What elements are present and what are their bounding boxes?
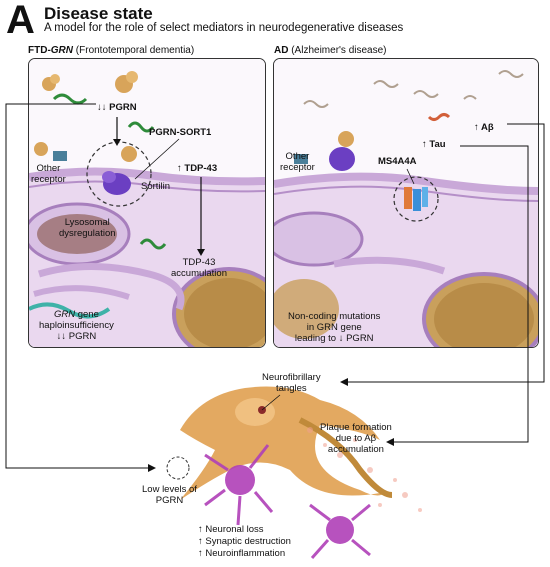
outcome-neuroinflammation: ↑ Neuroinflammation	[198, 548, 286, 559]
outcome-synaptic-destruction: ↑ Synaptic destruction	[198, 536, 291, 547]
left-panel: ↓↓ PGRN PGRN-SORT1 Other receptor Sortil…	[28, 58, 266, 348]
pgrn-low-label: ↓↓ PGRN	[97, 102, 137, 113]
figure-subtitle: A model for the role of select mediators…	[44, 22, 404, 34]
outcome-neuronal-loss: ↑ Neuronal loss	[198, 524, 264, 535]
figure-title: Disease state	[44, 4, 153, 23]
figure-letter: A	[6, 0, 35, 42]
neurofibrillary-tangles-label: Neurofibrillary tangles	[262, 372, 321, 394]
ms4a4a-label: MS4A4A	[378, 156, 417, 167]
noncoding-mutations-label: Non-coding mutations in GRN gene leading…	[288, 311, 381, 344]
outcomes-list: ↑ Neuronal loss ↑ Synaptic destruction ↑…	[198, 524, 291, 560]
tdp43-up-label: ↑ TDP-43	[177, 163, 218, 174]
sortilin-label: Sortilin	[141, 181, 171, 192]
right-panel-illustration	[274, 59, 538, 347]
low-pgrn-label: Low levels of PGRN	[142, 484, 197, 506]
right-panel-header: AD (Alzheimer's disease)	[274, 45, 387, 56]
right-panel: ↑ Aβ ↑ Tau Other receptor MS4A4A Non-cod…	[273, 58, 539, 348]
tdp43-accumulation-label: TDP-43 accumulation	[171, 257, 227, 279]
abeta-up-label: ↑ Aβ	[474, 122, 494, 133]
grn-haploinsufficiency-label: GRN gene haploinsufficiency ↓↓ PGRN	[39, 309, 114, 342]
other-receptor-label: Other receptor	[280, 151, 315, 173]
left-panel-illustration	[29, 59, 265, 347]
tau-up-label: ↑ Tau	[422, 139, 446, 150]
left-panel-header: FTD-GRN (Frontotemporal dementia)	[28, 45, 195, 56]
other-receptor-label: Other receptor	[31, 163, 66, 185]
lysosomal-dysregulation-label: Lysosomal dysregulation	[59, 217, 116, 239]
pgrn-sort1-label: PGRN-SORT1	[149, 127, 212, 138]
plaque-formation-label: Plaque formation due to Aβ accumulation	[320, 422, 392, 455]
